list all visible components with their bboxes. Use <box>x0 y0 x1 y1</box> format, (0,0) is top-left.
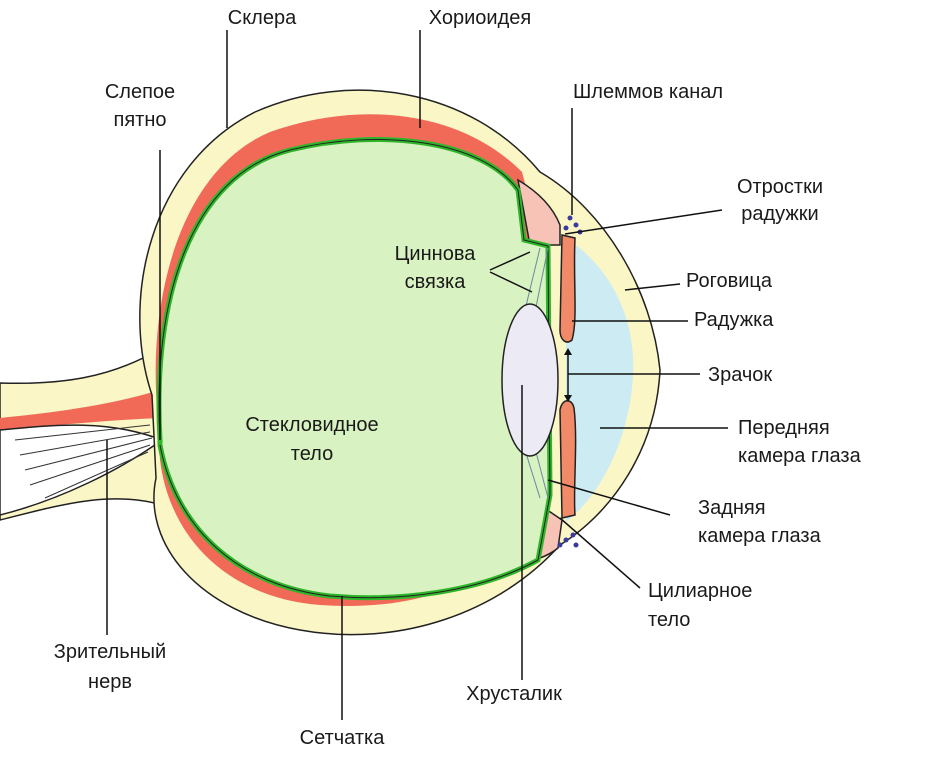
label-ciliary-1: Цилиарное <box>648 580 752 602</box>
label-zonule-2: связка <box>405 271 467 293</box>
label-anterior-1: Передняя <box>738 417 830 439</box>
label-sclera: Склера <box>228 7 297 29</box>
label-iris-processes-1: Отростки <box>737 176 823 198</box>
label-retina: Сетчатка <box>300 727 386 749</box>
label-choroid: Хориоидея <box>429 7 531 29</box>
optic-nerve <box>0 348 164 521</box>
label-schlemm: Шлеммов канал <box>573 81 723 103</box>
label-iris-processes-2: радужки <box>741 203 818 225</box>
label-anterior-2: камера глаза <box>738 445 862 467</box>
label-blind-spot-2: пятно <box>114 109 167 131</box>
zonule-fibers <box>524 247 549 499</box>
label-pupil: Зрачок <box>708 364 772 386</box>
lens-shape <box>501 303 559 457</box>
label-posterior-2: камера глаза <box>698 525 822 547</box>
label-posterior-1: Задняя <box>698 497 766 519</box>
ciliary-body-upper <box>516 178 561 246</box>
label-lens: Хрусталик <box>466 683 562 705</box>
iris-upper <box>559 234 576 343</box>
label-cornea: Роговица <box>686 270 773 292</box>
label-optic-2: нерв <box>88 671 132 693</box>
label-vitreous-2: тело <box>291 443 333 465</box>
label-iris: Радужка <box>694 309 774 331</box>
iris-lower <box>559 400 577 519</box>
schlemm-canal-dots <box>557 215 583 548</box>
label-vitreous-1: Стекловидное <box>245 414 378 436</box>
label-zonule-1: Циннова <box>395 243 477 265</box>
label-ciliary-2: тело <box>648 609 690 631</box>
label-blind-spot-1: Слепое <box>105 81 175 103</box>
retina-vitreous <box>156 137 553 601</box>
leader-lines <box>106 30 728 720</box>
anterior-chamber <box>566 238 634 522</box>
label-optic-1: Зрительный <box>54 641 166 663</box>
